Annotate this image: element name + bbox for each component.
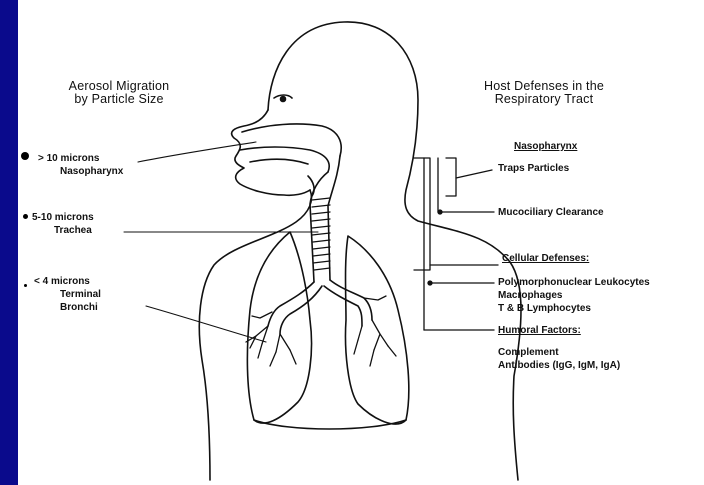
humoral-factors-heading: Humoral Factors: [498,324,581,337]
respiratory-tract-illustration [18,0,704,485]
right-main-bronchus [330,280,372,320]
nasal-cavity [242,124,341,156]
cellular-item: Macrophages [498,289,650,302]
mucociliary-clearance-label: Mucociliary Clearance [498,206,604,219]
particle-size-medium-size: 5-10 microns [32,211,94,224]
particle-size-medium: 5-10 microns Trachea [32,211,94,237]
body-outline-left [199,190,311,480]
particle-size-large-site: Nasopharynx [38,165,123,178]
small-particle-dot [24,284,27,287]
particle-size-small-size: < 4 microns [34,275,101,288]
cellular-item: Polymorphonuclear Leukocytes [498,276,650,289]
cellular-item: T & B Lymphocytes [498,302,650,315]
particle-size-large: > 10 microns Nasopharynx [38,152,123,178]
left-title-line2: by Particle Size [34,93,204,106]
face-profile [232,110,310,195]
eye-pupil [281,97,286,102]
right-title-line2: Respiratory Tract [454,93,634,106]
tongue [250,159,308,164]
particle-size-small-site-line2: Bronchi [34,301,101,314]
left-title: Aerosol Migration by Particle Size [34,80,204,106]
left-main-bronchus [268,282,314,326]
medium-particle-dot [23,214,28,219]
particle-size-large-size: > 10 microns [38,152,123,165]
humoral-factors-list: Complement Antibodies (IgG, IgM, IgA) [498,346,620,372]
particle-size-small-site-line1: Terminal [34,288,101,301]
nasopharynx-heading: Nasopharynx [514,140,577,153]
large-particle-dot [21,152,29,160]
cellular-defenses-list: Polymorphonuclear Leukocytes Macrophages… [498,276,650,315]
defense-brackets [414,158,498,330]
traps-particles-label: Traps Particles [498,162,569,175]
humoral-item: Antibodies (IgG, IgM, IgA) [498,359,620,372]
left-lung [247,232,311,423]
right-main-bronchus-inner [324,286,362,326]
humoral-item: Complement [498,346,620,359]
figure-panel: Aerosol Migration by Particle Size Host … [16,0,704,485]
particle-size-small: < 4 microns Terminal Bronchi [34,275,101,314]
cellular-defenses-heading: Cellular Defenses: [502,252,589,265]
particle-size-medium-site: Trachea [32,224,94,237]
bronchial-tree [246,296,396,366]
right-title: Host Defenses in the Respiratory Tract [454,80,634,106]
